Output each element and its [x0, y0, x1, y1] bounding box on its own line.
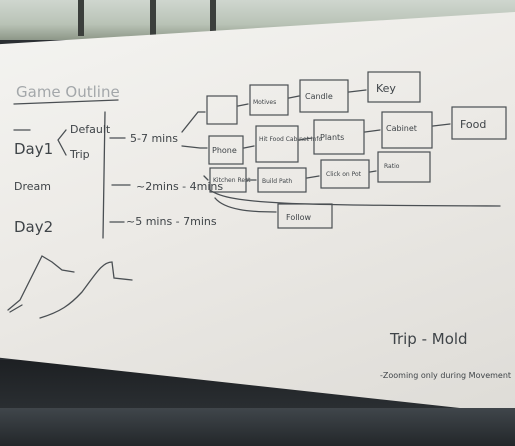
- row-day1: Day1: [14, 140, 53, 158]
- flow-box-build-path: [257, 167, 307, 193]
- flow-box-motives: [249, 84, 289, 116]
- flow-food: Food: [460, 118, 486, 131]
- column-divider: [102, 111, 106, 239]
- flow-box-follow: [277, 203, 333, 229]
- arrow: [237, 103, 249, 107]
- flow-build-path: Build Path: [262, 178, 292, 185]
- window-frame: [150, 0, 156, 36]
- arrow: [432, 123, 451, 127]
- flow-box-kitchen: [209, 167, 247, 193]
- branch-arrows: [57, 129, 67, 156]
- arrow: [203, 175, 209, 181]
- flow-key: Key: [376, 82, 396, 95]
- flow-follow: Follow: [286, 213, 312, 222]
- marker-tray: [0, 408, 515, 446]
- flow-kitchen: Kitchen Rest: [213, 177, 251, 184]
- arrow: [214, 197, 277, 213]
- arrow: [288, 95, 300, 99]
- wave-sketch: [7, 255, 133, 319]
- branch-default: Default: [70, 123, 111, 136]
- flow-box-cabinet: [381, 111, 433, 149]
- arrow: [181, 111, 206, 133]
- row-day2: Day2: [14, 218, 53, 236]
- whiteboard: [0, 12, 515, 414]
- note-title: Trip - Mold: [389, 330, 468, 348]
- outline-title: Game Outline: [16, 83, 120, 101]
- flow-box-phone: [208, 135, 244, 165]
- flow-cabinet: Cabinet: [386, 124, 417, 133]
- window-frame: [78, 0, 84, 36]
- flow-plants: Plants: [320, 133, 344, 142]
- window-frame: [210, 0, 216, 36]
- row-dream: Dream: [14, 180, 51, 193]
- arrow: [181, 145, 208, 149]
- arrow: [298, 137, 313, 141]
- flow-box-plants: [313, 119, 365, 155]
- flow-box-food: [451, 106, 507, 140]
- flow-candle: Candle: [305, 92, 333, 101]
- flow-box-ratio: [377, 151, 431, 183]
- arrow: [306, 175, 320, 179]
- duration-day1: 5-7 mins: [130, 132, 178, 145]
- arrow: [243, 145, 255, 149]
- flow-ratio: Ratio: [384, 163, 400, 170]
- branch-trip: Trip: [69, 148, 90, 161]
- flow-box-key: [367, 71, 421, 103]
- flow-food-info: Hit Food Cabinet Info: [259, 136, 323, 143]
- duration-dream: ~2mins - 4mins: [136, 180, 223, 193]
- flow-click-pot: Click on Pot: [326, 171, 362, 178]
- flow-box-candle: [299, 79, 349, 113]
- flow-box-click-pot: [320, 159, 370, 189]
- flow-phone: Phone: [212, 146, 237, 155]
- arrow: [369, 170, 377, 173]
- title-underline: [13, 99, 119, 105]
- flow-motives: Motives: [253, 99, 276, 106]
- note-body: -Zooming only during Movement: [380, 371, 511, 380]
- arrow: [364, 129, 381, 133]
- flow-box: [206, 95, 238, 125]
- flow-box-food-info: [255, 125, 299, 163]
- connector-line: [209, 189, 501, 207]
- duration-day2: ~5 mins - 7mins: [126, 215, 217, 228]
- arrow: [348, 89, 367, 93]
